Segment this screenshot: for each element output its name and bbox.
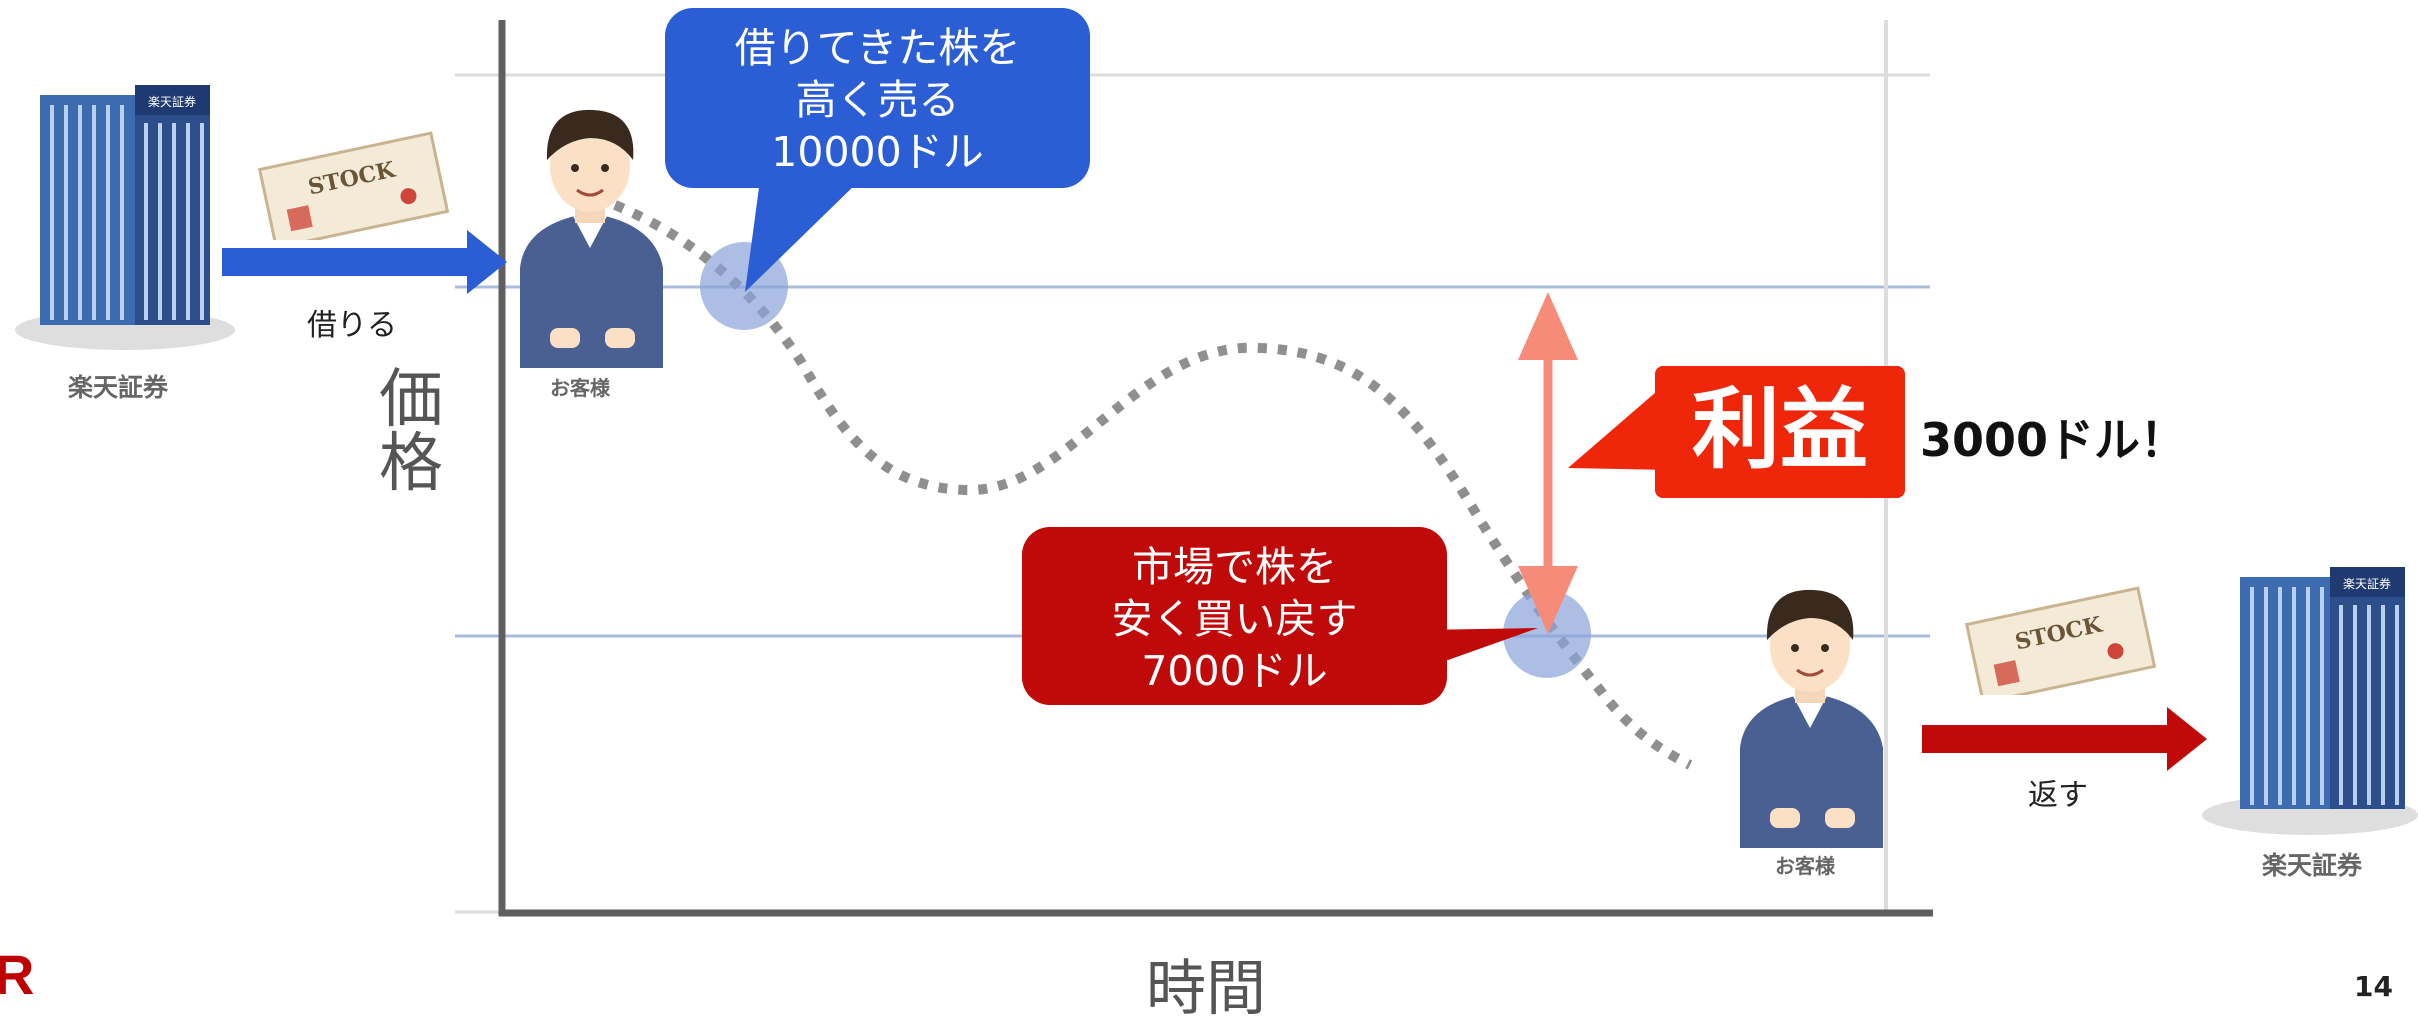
buyback-point-marker <box>1503 590 1591 678</box>
profit-callout-tail <box>1568 380 1670 470</box>
page-number: 14 <box>2354 970 2393 1003</box>
customer-caption-left: お客様 <box>550 376 610 400</box>
buy-bubble-tail <box>1420 628 1538 670</box>
profit-label: 利益 <box>1655 366 1905 498</box>
building-icon-left: 楽天証券 <box>15 85 235 350</box>
customer-avatar-left <box>520 109 663 368</box>
return-arrow <box>1922 707 2207 771</box>
building-icon-right: 楽天証券 <box>2202 567 2418 835</box>
stock-certificate-icon-right: STOCK <box>1964 586 2157 695</box>
price-curve <box>613 200 1693 770</box>
svg-text:楽天証券: 楽天証券 <box>148 94 196 109</box>
return-label: 返す <box>2028 778 2088 813</box>
borrow-arrow <box>222 230 507 294</box>
x-axis-label: 時間 <box>1146 954 1266 1024</box>
building-caption-right: 楽天証券 <box>2262 851 2363 880</box>
customer-avatar-right <box>1740 589 1883 848</box>
borrow-label: 借りる <box>307 308 397 343</box>
customer-caption-right: お客様 <box>1775 854 1835 878</box>
buy-bubble: 市場で株を 安く買い戻す 7000ドル <box>1022 527 1447 705</box>
y-axis-label: 価 格 <box>379 363 443 501</box>
sell-bubble: 借りてきた株を 高く売る 10000ドル <box>665 8 1090 188</box>
profit-arrow <box>1518 292 1578 634</box>
svg-text:楽天証券: 楽天証券 <box>2343 576 2391 591</box>
rakuten-logo: R <box>0 943 35 1006</box>
sell-bubble-tail <box>745 180 860 292</box>
stock-certificate-icon-left: STOCK <box>257 131 450 240</box>
building-caption-left: 楽天証券 <box>68 373 169 402</box>
profit-amount: 3000ドル！ <box>1920 413 2187 467</box>
